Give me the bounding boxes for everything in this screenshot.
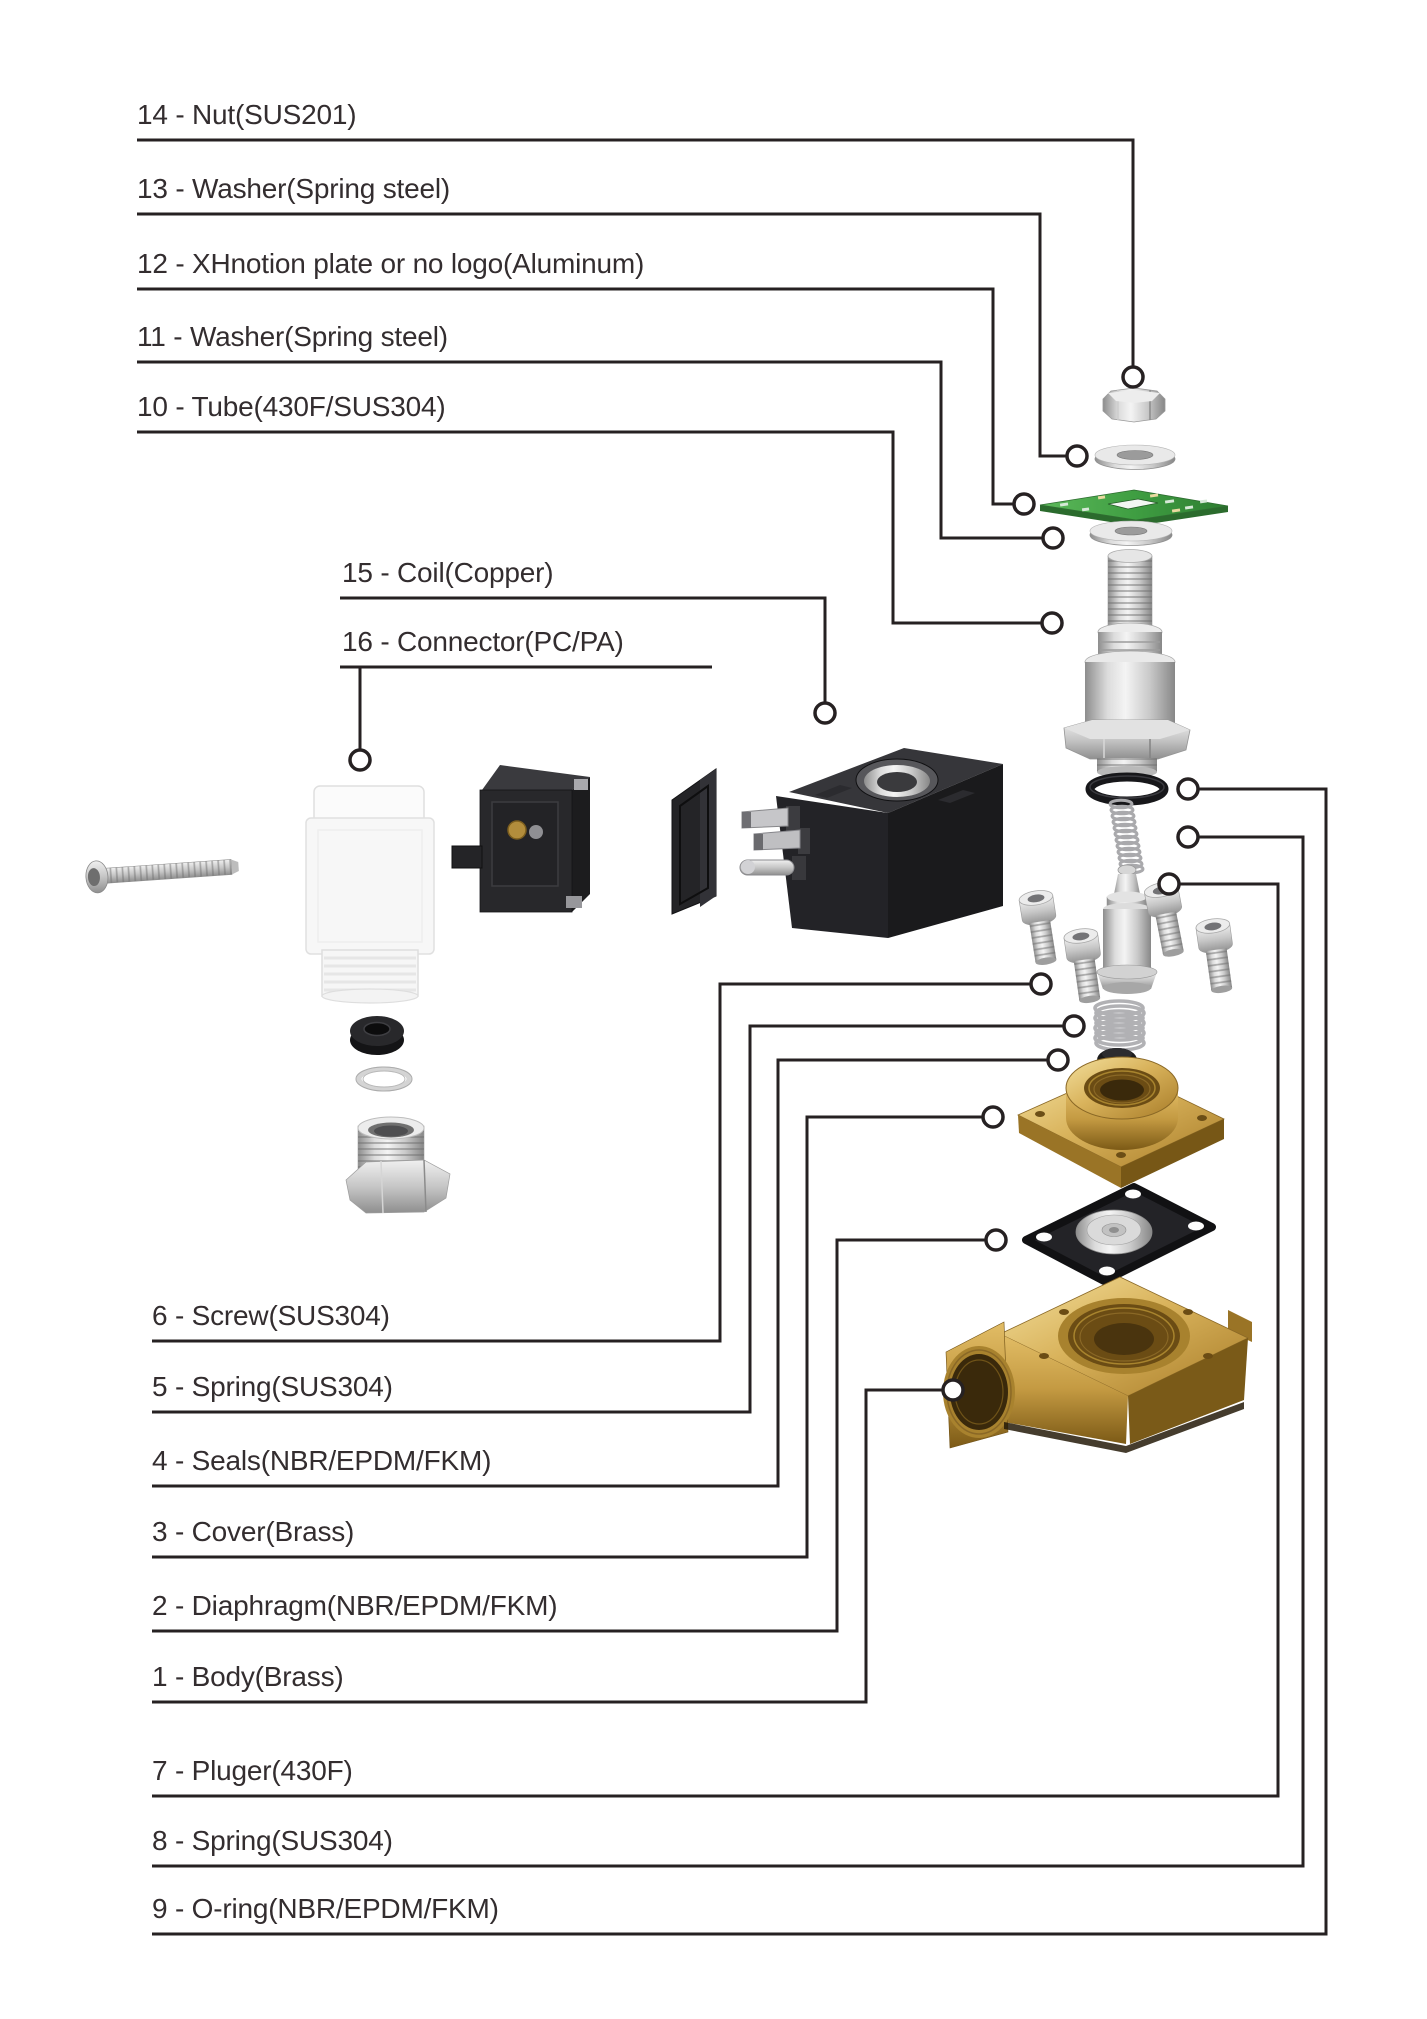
- leader-dot-11: [1041, 526, 1065, 550]
- leader-11: [137, 360, 1053, 540]
- plunger-graphic: [1096, 864, 1158, 994]
- leader-dot-12: [1012, 492, 1036, 516]
- pcb-plate-graphic: [1039, 489, 1229, 526]
- part-label-2: 2 - Diaphragm(NBR/EPDM/FKM): [152, 1590, 558, 1621]
- leader-lines: [137, 138, 1328, 1936]
- coil-graphic: [739, 748, 1003, 938]
- cover-graphic: [1017, 1056, 1225, 1188]
- diaphragm-graphic: [1022, 1183, 1216, 1285]
- leader-6: [152, 982, 1041, 1343]
- part-label-12: 12 - XHnotion plate or no logo(Aluminum): [137, 248, 645, 279]
- leader-dot-10: [1040, 611, 1064, 635]
- part-label-5: 5 - Spring(SUS304): [152, 1371, 393, 1402]
- leader-dot-14: [1121, 365, 1145, 389]
- part-label-8: 8 - Spring(SUS304): [152, 1825, 393, 1856]
- leader-dot-13: [1065, 444, 1089, 468]
- body-graphic: [943, 1276, 1252, 1453]
- ghost-connector-graphic: [305, 785, 435, 1004]
- leader-1: [152, 1388, 953, 1704]
- part-label-3: 3 - Cover(Brass): [152, 1516, 355, 1547]
- seal-ring-graphic: [355, 1066, 413, 1092]
- leader-15: [340, 596, 827, 713]
- leader-7: [152, 882, 1280, 1798]
- leader-5: [152, 1024, 1074, 1414]
- mounting-screw-graphic: [85, 859, 239, 894]
- leader-dot-15: [813, 701, 837, 725]
- part-label-6: 6 - Screw(SUS304): [152, 1300, 390, 1331]
- leader-dot-8: [1176, 825, 1200, 849]
- grommet-graphic: [350, 1016, 404, 1055]
- leader-dot-4: [1046, 1048, 1070, 1072]
- part-label-7: 7 - Pluger(430F): [152, 1755, 353, 1786]
- leader-dot-6: [1029, 972, 1053, 996]
- leader-13: [137, 212, 1077, 458]
- part-label-14: 14 - Nut(SUS201): [137, 99, 357, 130]
- leader-4: [152, 1058, 1058, 1488]
- nut-graphic: [1102, 387, 1166, 423]
- leader-dot-7: [1157, 872, 1181, 896]
- screws-graphic: [1018, 881, 1233, 1004]
- part-label-16: 16 - Connector(PC/PA): [342, 626, 624, 657]
- part-label-1: 1 - Body(Brass): [152, 1661, 344, 1692]
- connector-block-graphic: [451, 765, 590, 913]
- part-label-4: 4 - Seals(NBR/EPDM/FKM): [152, 1445, 492, 1476]
- o-ring-graphic: [1085, 772, 1169, 806]
- tube-graphic: [1063, 549, 1191, 778]
- part-label-11: 11 - Washer(Spring steel): [137, 321, 448, 352]
- leader-dot-16: [348, 748, 372, 772]
- leader-dot-5: [1062, 1014, 1086, 1038]
- washer-11-graphic: [1089, 520, 1173, 546]
- leader-dots: [348, 365, 1200, 1402]
- leader-dot-1: [941, 1378, 965, 1402]
- leader-14: [137, 138, 1135, 377]
- leader-3: [152, 1115, 993, 1559]
- leader-10: [137, 430, 1052, 625]
- part-label-10: 10 - Tube(430F/SUS304): [137, 391, 446, 422]
- leader-dot-2: [984, 1228, 1008, 1252]
- leader-2: [152, 1238, 996, 1633]
- gasket-plate-graphic: [671, 768, 717, 915]
- spring-5-graphic: [1093, 999, 1146, 1052]
- washer-13-graphic: [1094, 444, 1176, 470]
- part-label-13: 13 - Washer(Spring steel): [137, 173, 450, 204]
- leader-dot-3: [981, 1105, 1005, 1129]
- leader-dot-9: [1176, 777, 1200, 801]
- leader-12: [137, 287, 1024, 506]
- leader-8: [152, 835, 1305, 1868]
- part-label-15: 15 - Coil(Copper): [342, 557, 554, 588]
- hex-fitting-graphic: [345, 1116, 451, 1214]
- part-label-9: 9 - O-ring(NBR/EPDM/FKM): [152, 1893, 499, 1924]
- spring-8-graphic: [1108, 798, 1145, 875]
- leader-9: [152, 787, 1328, 1936]
